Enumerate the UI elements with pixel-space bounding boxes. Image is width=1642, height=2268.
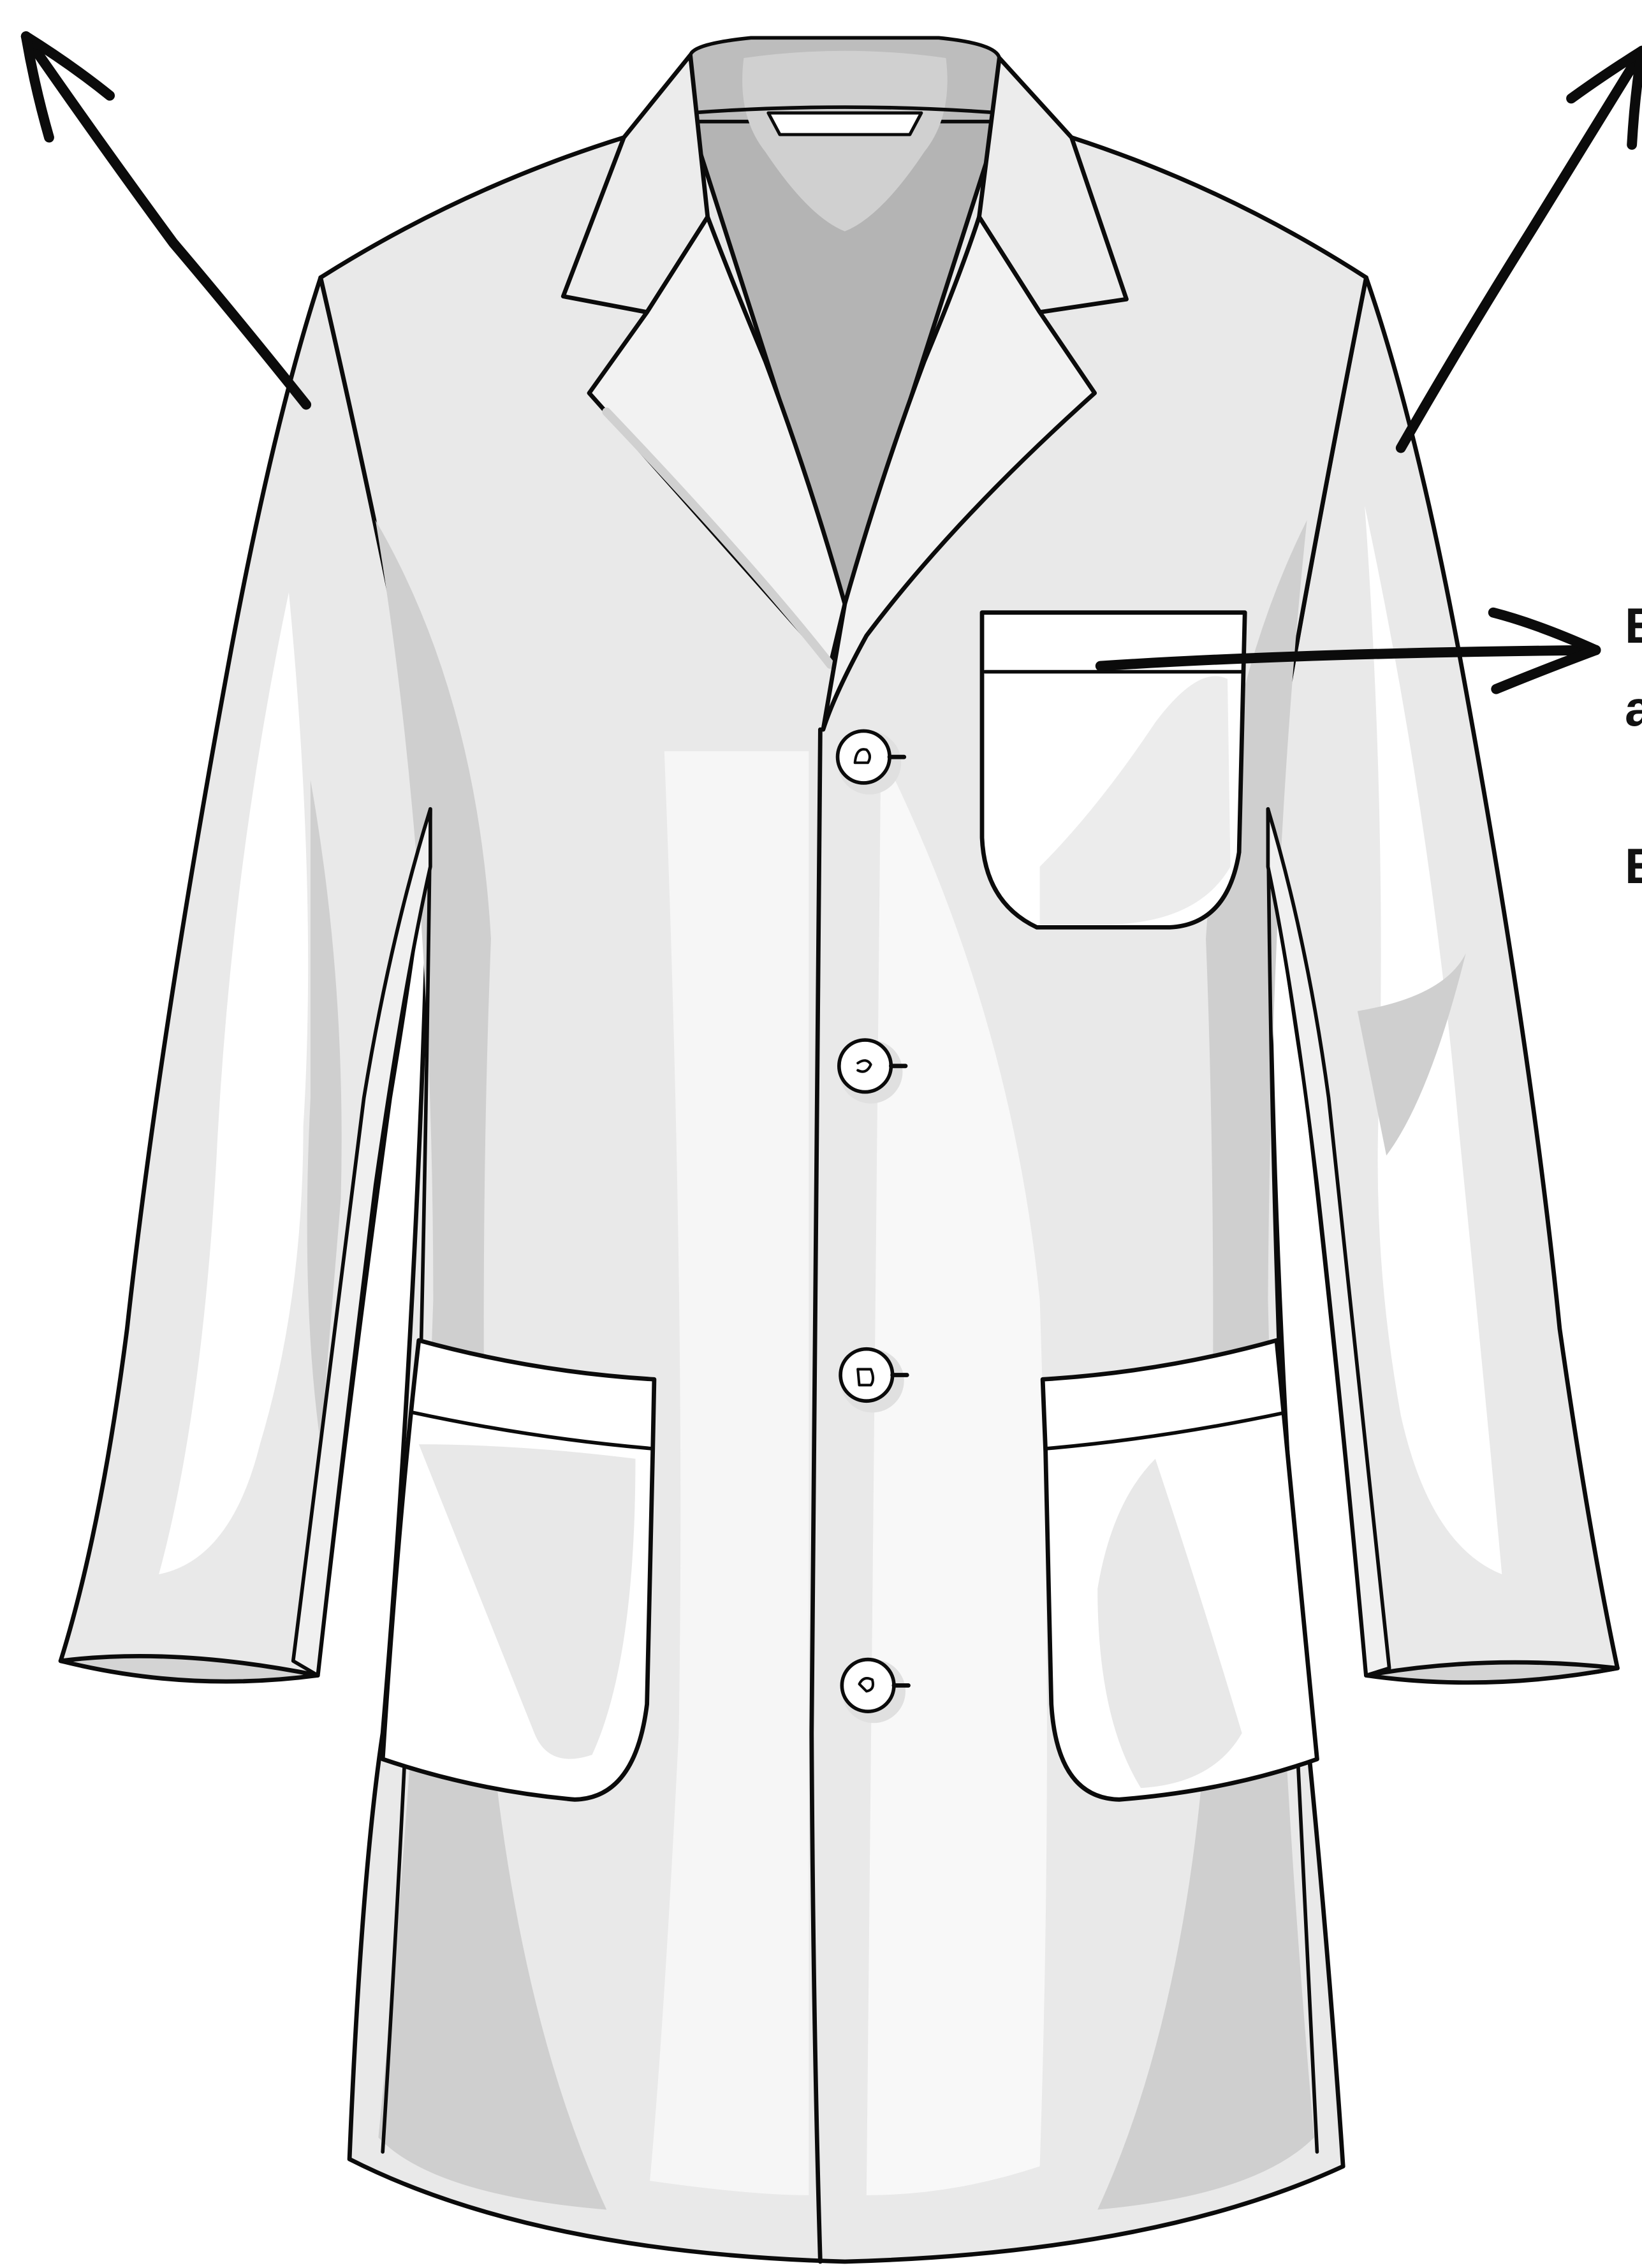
arrow-upper-left	[26, 36, 306, 405]
callout-label-3: E	[1625, 837, 1642, 896]
lower-left-pocket	[383, 1340, 654, 1799]
lower-right-pocket	[1043, 1340, 1317, 1799]
arrow-upper-right	[1401, 51, 1642, 448]
callout-label-1: E	[1625, 596, 1642, 656]
callout-label-2: a	[1625, 679, 1642, 739]
